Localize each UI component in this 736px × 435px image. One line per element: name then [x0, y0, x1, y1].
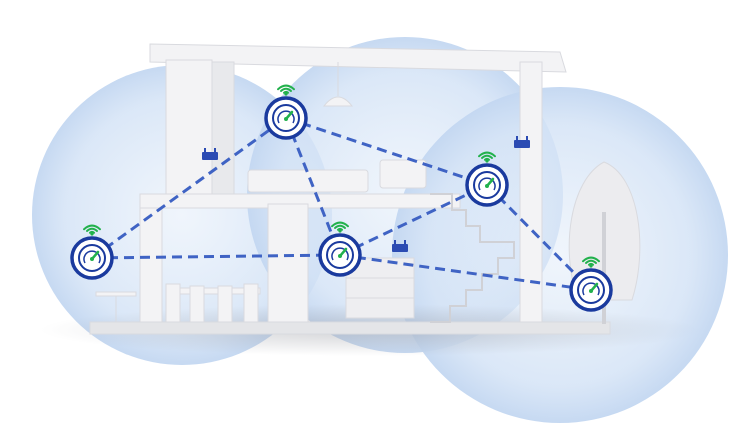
wifi-signal-icon [478, 151, 496, 163]
ground-slab [89, 321, 611, 335]
left-lower-wall [139, 207, 163, 331]
mesh-nodes [70, 84, 613, 312]
node-top [264, 84, 308, 140]
wifi-signal-icon [83, 224, 101, 236]
center-lower-wall [267, 203, 309, 331]
mesh-link-node-center-to-node-right-lower [339, 253, 592, 292]
node-center [318, 221, 362, 277]
dining-chair-1 [165, 283, 181, 323]
node-left [70, 224, 114, 280]
staircase [430, 193, 515, 323]
side-table [95, 291, 137, 297]
node-right-lower [569, 256, 613, 312]
mesh-links [91, 116, 593, 292]
right-column [519, 61, 543, 325]
speed-gauge-icon [83, 250, 101, 264]
wifi-signal-icon [331, 221, 349, 233]
node-right-upper [465, 151, 509, 207]
left-tower-wall [165, 59, 213, 201]
routers [202, 136, 530, 252]
speed-gauge-icon [478, 177, 496, 191]
side-chair [379, 159, 427, 189]
router-icon [202, 148, 218, 160]
dining-chair-4 [243, 283, 259, 323]
roof-slab [149, 43, 567, 73]
inner-wall [211, 61, 235, 201]
pendant-lamp [322, 96, 354, 107]
speed-gauge-icon [582, 282, 600, 296]
mesh-link-node-top-to-node-right-upper [285, 116, 488, 187]
mesh-link-node-top-to-node-center [284, 117, 342, 256]
house [89, 43, 641, 335]
dining-chair-3 [217, 285, 233, 323]
speed-gauge-icon [277, 110, 295, 124]
wifi-signal-icon [277, 84, 295, 96]
mesh-link-node-center-to-node-right-upper [339, 183, 488, 257]
speed-gauge-icon [331, 247, 349, 261]
coverage-area-right [392, 87, 728, 423]
dining-chair-2 [189, 285, 205, 323]
mesh-link-node-left-to-node-center [91, 253, 341, 260]
router-icon [392, 240, 408, 252]
sofa [247, 169, 369, 193]
mesh-link-node-left-to-node-top [91, 116, 287, 260]
mesh-link-node-right-upper-to-node-right-lower [485, 183, 593, 292]
wifi-signal-icon [582, 256, 600, 268]
router-icon [514, 136, 530, 148]
